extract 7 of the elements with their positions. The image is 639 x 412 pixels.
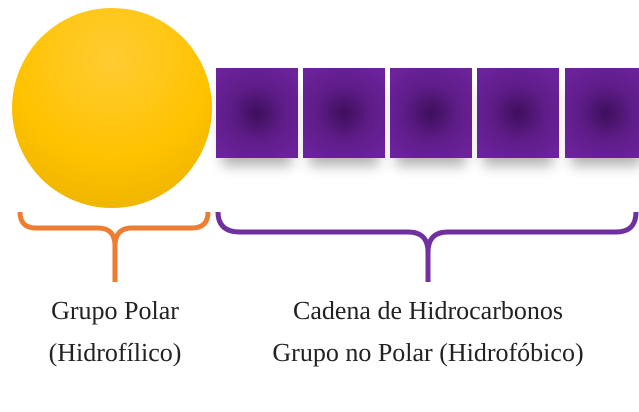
group-caption: Cadena de Hidrocarbonos Grupo no Polar (Hidrofóbico) [271,295,585,369]
chain-segment-square [390,68,472,158]
group-caption: Grupo Polar (Hidrofílico) [48,295,182,369]
chain-segment-square [303,68,385,158]
chain-segment-square [216,68,298,158]
chain-segment-square [565,68,639,158]
chain-segment-square [477,68,559,158]
